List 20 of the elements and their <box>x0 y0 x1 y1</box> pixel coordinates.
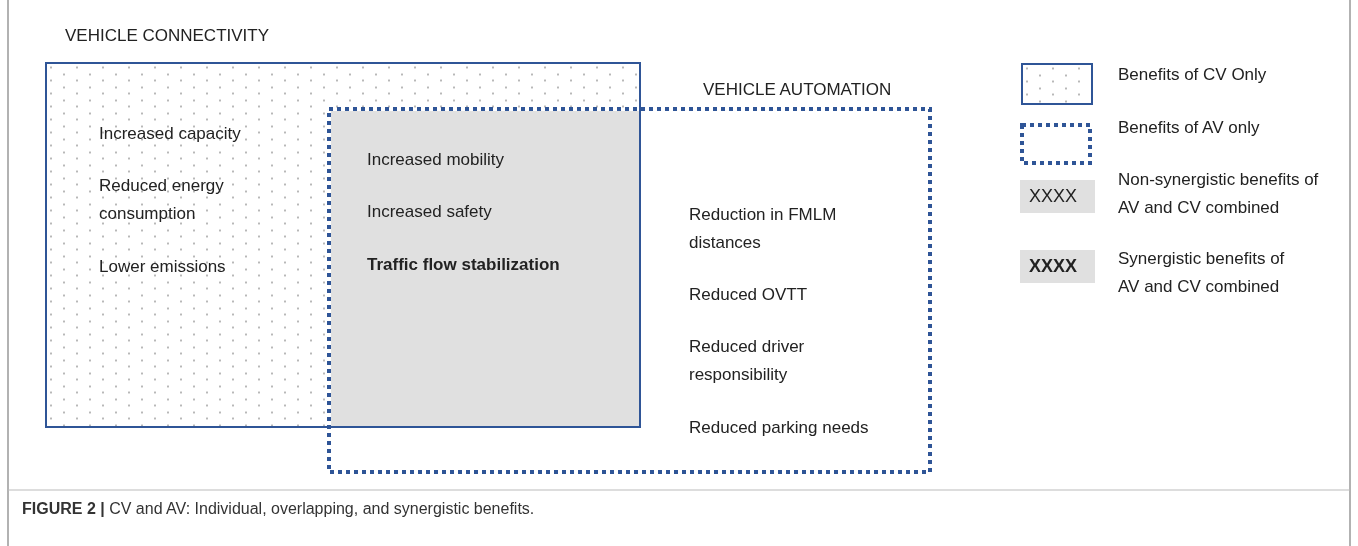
region-heading: VEHICLE CONNECTIVITY <box>65 25 271 47</box>
benefit-text: Traffic flow stabilization <box>367 254 561 276</box>
benefit-text: Lower emissions <box>99 256 227 278</box>
legend-text: Non-synergistic benefits of AV and CV combined <box>1118 169 1320 219</box>
legend-text: Benefits of CV Only <box>1118 64 1268 86</box>
benefit-text: Reduced OVTT <box>689 284 809 306</box>
legend-text: Benefits of AV only <box>1118 117 1261 139</box>
sample-text: XXXX <box>1029 185 1078 208</box>
benefit-text: Increased mobility <box>367 149 505 171</box>
benefit-text: Reduced parking needs <box>689 417 870 439</box>
benefit-text: Reduced energy consumption <box>99 175 225 225</box>
legend-text: Synergistic benefits of AV and CV combined <box>1118 248 1286 298</box>
benefit-text: Reduction in FMLM distances <box>689 204 838 254</box>
figure-caption: FIGURE 2 | CV and AV: Individual, overlapping, and synergistic benefits. <box>22 500 535 518</box>
region-heading: VEHICLE AUTOMATION <box>703 79 893 101</box>
overlap-region <box>331 111 639 426</box>
sample-text: XXXX <box>1029 255 1078 278</box>
benefit-text: Increased capacity <box>99 123 242 145</box>
benefit-text: Increased safety <box>367 201 493 223</box>
benefit-text: Reduced driver responsibility <box>689 336 806 386</box>
